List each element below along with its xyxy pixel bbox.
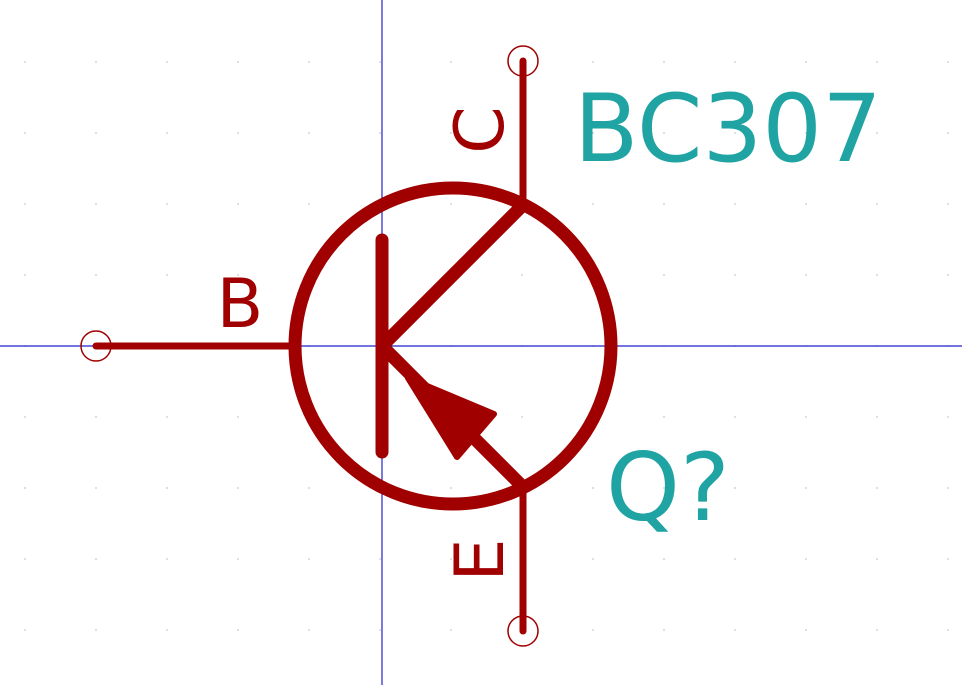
pin-label-collector: C xyxy=(441,106,520,153)
collector-pin-endpoint-icon[interactable] xyxy=(507,45,539,77)
collector-diagonal xyxy=(375,198,530,353)
component-value-field[interactable]: BC307 xyxy=(574,75,882,184)
component-reference-field[interactable]: Q? xyxy=(606,434,730,543)
emitter-arrow-icon xyxy=(405,375,497,460)
pin-emitter[interactable] xyxy=(507,483,539,647)
pin-base[interactable] xyxy=(80,330,300,362)
emitter-pin-endpoint-icon[interactable] xyxy=(507,615,539,647)
pin-label-emitter: E xyxy=(441,539,520,582)
pin-collector[interactable] xyxy=(507,45,539,209)
base-pin-endpoint-icon[interactable] xyxy=(80,330,112,362)
pin-label-base: B xyxy=(217,265,264,344)
